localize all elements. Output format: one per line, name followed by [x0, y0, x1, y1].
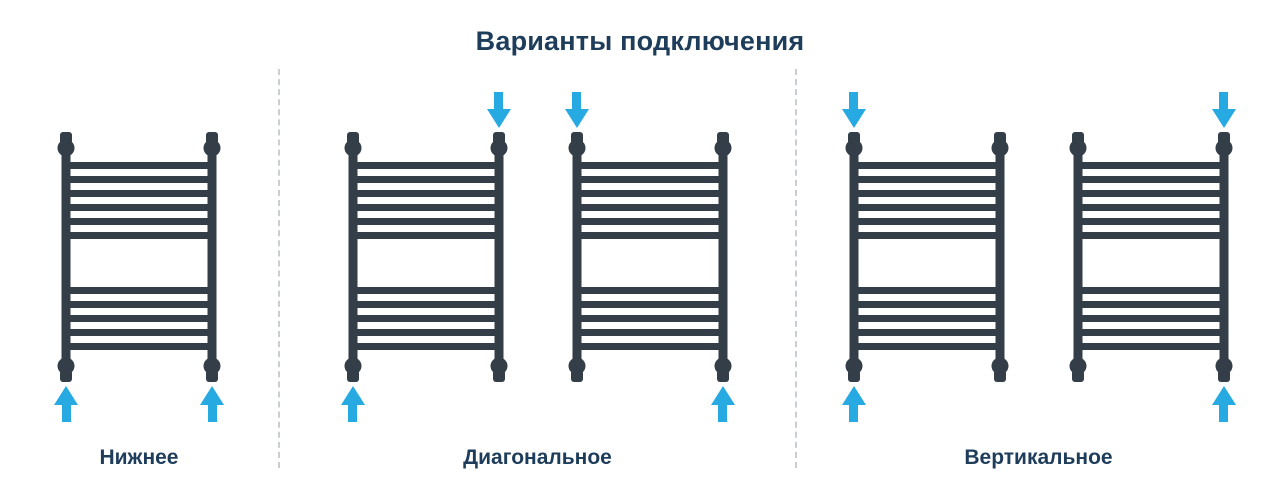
flow-arrow-up-icon — [710, 385, 735, 422]
radiator-group — [49, 65, 229, 446]
connection-type-label: Вертикальное — [964, 446, 1113, 469]
flow-arrow-up-icon — [1211, 385, 1236, 422]
towel-rail-icon — [49, 92, 229, 422]
radiator-group — [336, 65, 740, 446]
towel-rail-icon — [560, 91, 740, 422]
flow-arrow-down-icon — [486, 91, 511, 128]
towel-rail-graphic — [49, 132, 229, 382]
towel-rail-icon — [336, 91, 516, 422]
connection-type-label: Нижнее — [99, 446, 179, 469]
flow-arrow-up-icon — [54, 385, 78, 422]
flow-arrow-down-icon — [841, 91, 866, 128]
towel-rail-graphic — [336, 132, 516, 382]
flow-arrow-up-icon — [841, 385, 866, 422]
towel-rail-graphic — [1061, 132, 1241, 382]
section-vertical-connection: Вертикальное — [797, 65, 1280, 494]
radiator-group — [837, 65, 1241, 446]
section-diagonal-connection: Диагональное — [280, 65, 795, 494]
sections-row: Нижнее Диаго — [0, 57, 1280, 494]
section-divider — [278, 69, 280, 468]
diagram-title: Варианты подключения — [475, 26, 805, 56]
towel-rail-graphic — [837, 132, 1017, 382]
section-divider — [795, 69, 797, 468]
flow-arrow-up-icon — [200, 385, 224, 422]
flow-arrow-down-icon — [1211, 91, 1236, 128]
flow-arrow-up-icon — [340, 385, 365, 422]
section-bottom-connection: Нижнее — [0, 65, 278, 494]
towel-rail-icon — [1061, 91, 1241, 422]
connection-type-label: Диагональное — [463, 446, 612, 469]
towel-rail-graphic — [560, 132, 740, 382]
flow-arrow-down-icon — [564, 91, 589, 128]
towel-rail-icon — [837, 91, 1017, 422]
